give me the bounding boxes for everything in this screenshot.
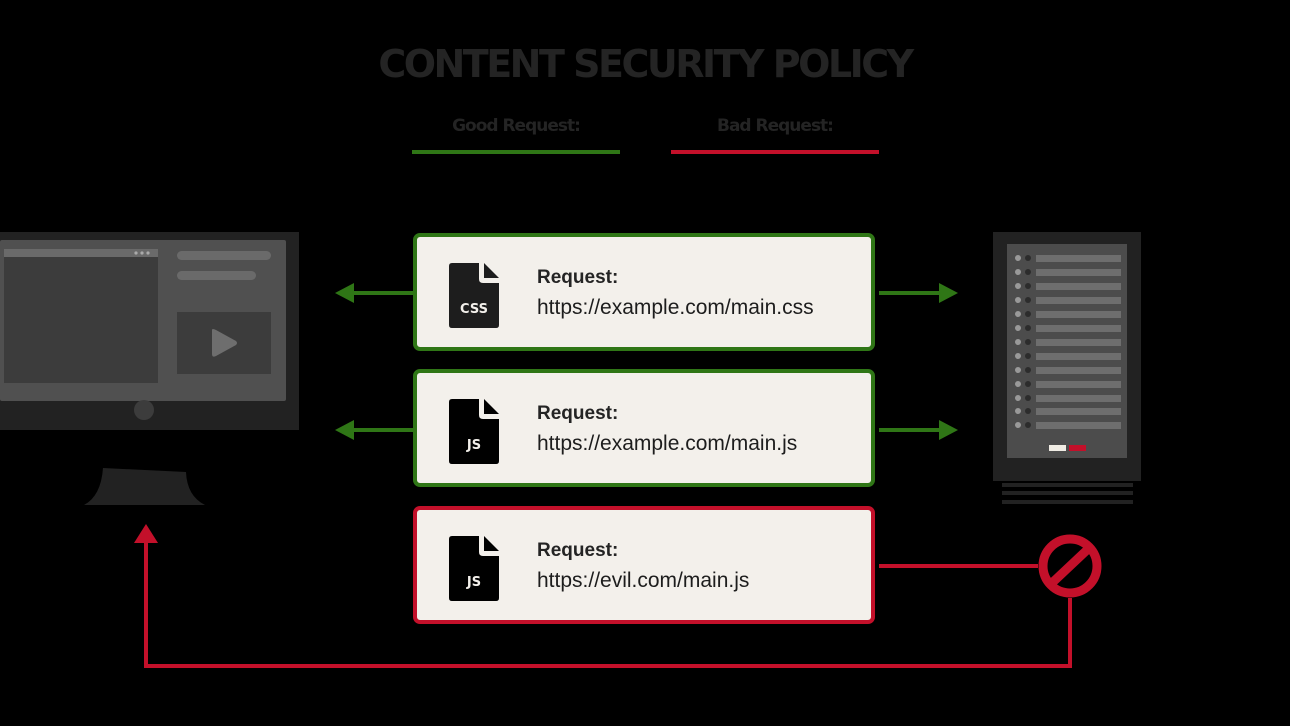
- computer-monitor-icon: [0, 232, 299, 505]
- request-url: https://evil.com/main.js: [537, 569, 750, 592]
- svg-text:CSS: CSS: [460, 302, 488, 317]
- request-card-css: CSS Request: https://example.com/main.cs…: [413, 233, 875, 351]
- diagram-title: CONTENT SECURITY POLICY: [378, 42, 914, 86]
- server-rack-icon: [993, 232, 1141, 504]
- legend-good-label: Good Request:: [452, 116, 581, 136]
- js-file-icon: JS: [449, 399, 499, 464]
- request-card-js-good: JS Request: https://example.com/main.js: [413, 369, 875, 487]
- js-file-icon: JS: [449, 536, 499, 601]
- request-label: Request:: [537, 403, 619, 424]
- request-url: https://example.com/main.js: [537, 432, 798, 455]
- legend-good-line: [412, 150, 620, 154]
- svg-text:JS: JS: [466, 575, 481, 590]
- css-file-icon: CSS: [449, 263, 499, 328]
- blocked-icon: [1038, 534, 1102, 598]
- legend-bad-line: [671, 150, 879, 154]
- request-url: https://example.com/main.css: [537, 296, 814, 319]
- request-label: Request:: [537, 540, 619, 561]
- svg-text:JS: JS: [466, 438, 481, 453]
- request-card-js-bad: JS Request: https://evil.com/main.js: [413, 506, 875, 624]
- request-label: Request:: [537, 267, 619, 288]
- legend-bad-label: Bad Request:: [717, 116, 834, 136]
